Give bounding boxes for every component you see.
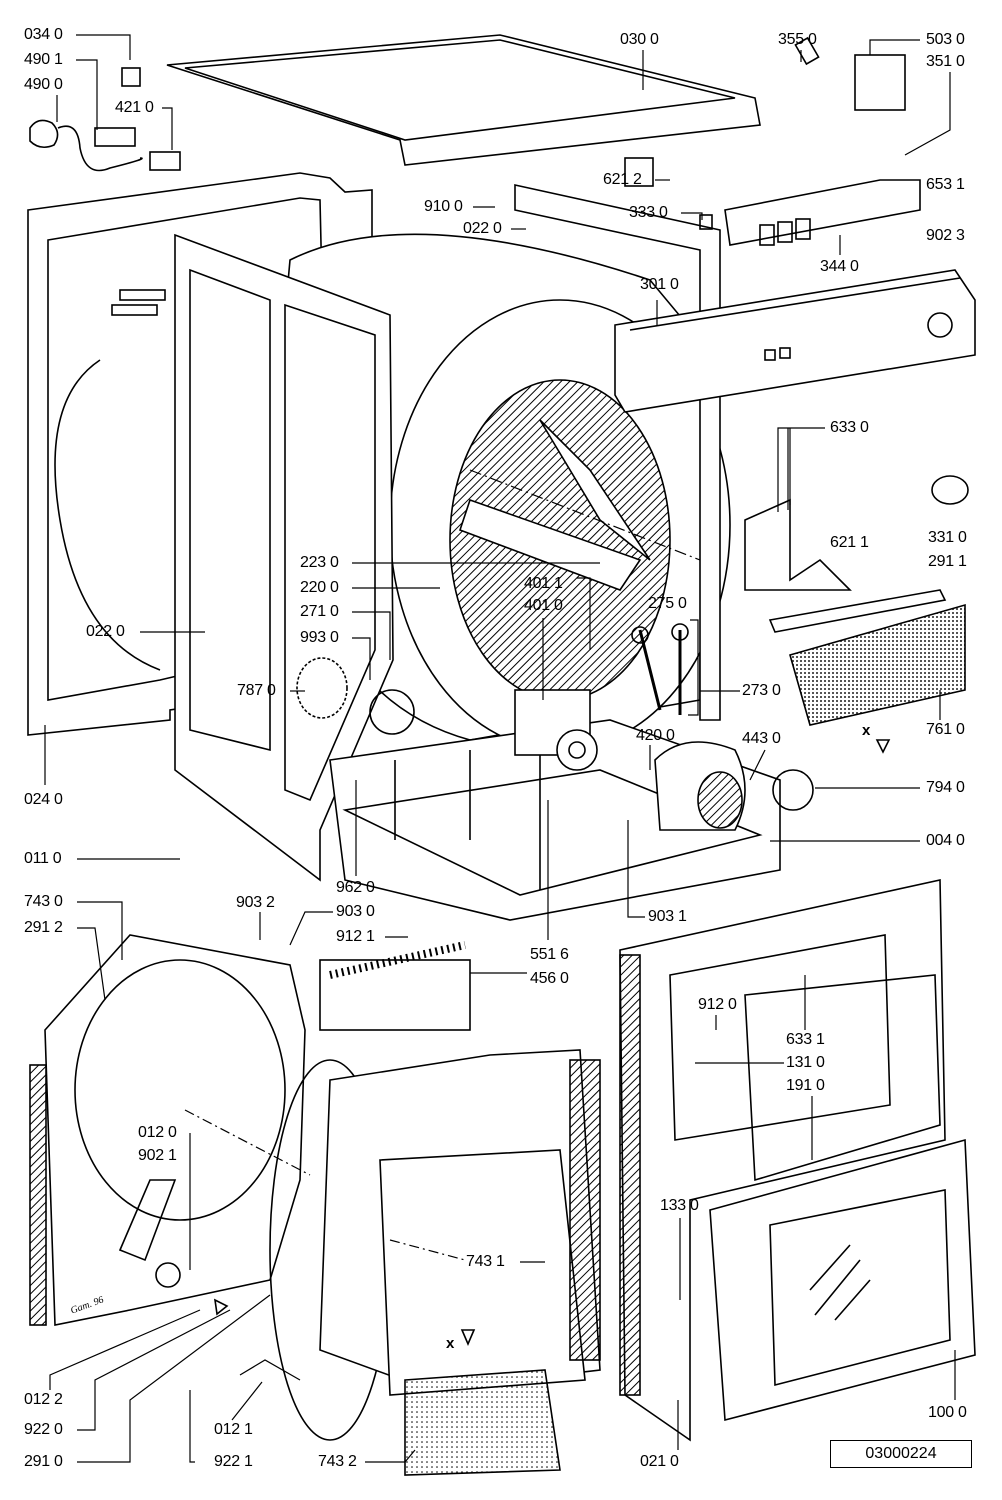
callout-label: 443 0 bbox=[742, 730, 781, 747]
switch-621-2 bbox=[624, 157, 654, 187]
callout-label: 743 0 bbox=[24, 893, 63, 910]
motor bbox=[514, 689, 598, 771]
direction-mark: x bbox=[446, 1335, 455, 1352]
part-333 bbox=[699, 214, 713, 230]
callout-label: 351 0 bbox=[926, 53, 965, 70]
callout-label: 291 1 bbox=[928, 553, 967, 570]
callout-label: 401 1 bbox=[524, 575, 563, 592]
callout-label: 743 1 bbox=[466, 1253, 505, 1270]
callout-label: 903 1 bbox=[648, 908, 687, 925]
callout-label: 275 0 bbox=[648, 595, 687, 612]
fan-housing bbox=[654, 741, 746, 831]
callout-label: 271 0 bbox=[300, 603, 339, 620]
callout-label: 012 2 bbox=[24, 1391, 63, 1408]
callout-label: 133 0 bbox=[660, 1197, 699, 1214]
callout-label: 223 0 bbox=[300, 554, 339, 571]
callout-label: 011 0 bbox=[24, 850, 62, 867]
callout-label: 131 0 bbox=[786, 1054, 825, 1071]
callout-label: 621 2 bbox=[603, 171, 642, 188]
callout-label: 004 0 bbox=[926, 832, 965, 849]
callout-label: 012 0 bbox=[138, 1124, 177, 1141]
callout-label: 331 0 bbox=[928, 529, 967, 546]
callout-label: 291 0 bbox=[24, 1453, 63, 1470]
callout-label: 021 0 bbox=[640, 1453, 679, 1470]
callout-label: 022 0 bbox=[463, 220, 502, 237]
callout-label: 902 3 bbox=[926, 227, 965, 244]
callout-label: 761 0 bbox=[926, 721, 965, 738]
leader-lines bbox=[44, 34, 956, 1463]
callout-label: 912 0 bbox=[698, 996, 737, 1013]
timer-part bbox=[854, 54, 906, 111]
rear-bulkhead bbox=[29, 934, 306, 1326]
callout-label: 551 6 bbox=[530, 946, 569, 963]
tensioner bbox=[638, 629, 682, 715]
callout-label: 962 0 bbox=[336, 879, 375, 896]
callout-label: 902 1 bbox=[138, 1147, 177, 1164]
callout-label: 794 0 bbox=[926, 779, 965, 796]
front-bulkhead bbox=[269, 1049, 601, 1476]
callout-label: 030 0 bbox=[620, 31, 659, 48]
callout-label: 633 0 bbox=[830, 419, 869, 436]
callout-label: 621 1 bbox=[830, 534, 869, 551]
callout-label: 355 0 bbox=[778, 31, 817, 48]
callout-label: 456 0 bbox=[530, 970, 569, 987]
callout-label: 993 0 bbox=[300, 629, 339, 646]
plug-clip-part bbox=[121, 67, 141, 87]
callout-label: 421 0 bbox=[115, 99, 154, 116]
callout-label: 344 0 bbox=[820, 258, 859, 275]
direction-arrow-icon bbox=[875, 739, 891, 754]
callout-label: 012 1 bbox=[214, 1421, 253, 1438]
gasket-ring bbox=[772, 769, 814, 811]
filter-part bbox=[94, 127, 136, 147]
callout-label: 301 0 bbox=[640, 276, 679, 293]
callout-label: 401 0 bbox=[524, 597, 563, 614]
callout-label: 743 2 bbox=[318, 1453, 357, 1470]
drum bbox=[283, 233, 731, 751]
direction-arrow-icon bbox=[460, 1329, 476, 1347]
callout-label: 273 0 bbox=[742, 682, 781, 699]
control-panel bbox=[614, 269, 976, 413]
control-bracket bbox=[724, 179, 921, 246]
callout-label: 024 0 bbox=[24, 791, 63, 808]
rear-panel bbox=[514, 184, 721, 721]
callout-label: 291 2 bbox=[24, 919, 63, 936]
heater-coil bbox=[296, 657, 415, 735]
callout-label: 633 1 bbox=[786, 1031, 825, 1048]
callout-label: 220 0 bbox=[300, 579, 339, 596]
direction-mark: x bbox=[862, 722, 871, 739]
callout-label: 903 2 bbox=[236, 894, 275, 911]
door bbox=[709, 1138, 976, 1422]
door-frame bbox=[619, 879, 946, 1442]
callout-label: 420 0 bbox=[636, 727, 675, 744]
callout-label: 503 0 bbox=[926, 31, 965, 48]
power-cord-part bbox=[29, 119, 143, 172]
callout-label: 922 1 bbox=[214, 1453, 253, 1470]
callout-label: 903 0 bbox=[336, 903, 375, 920]
callout-label: 490 0 bbox=[24, 76, 63, 93]
heating-element bbox=[319, 941, 471, 1031]
callout-label: 034 0 bbox=[24, 26, 63, 43]
callout-label: 022 0 bbox=[86, 623, 125, 640]
callout-label: 910 0 bbox=[424, 198, 463, 215]
callout-label: 922 0 bbox=[24, 1421, 63, 1438]
callout-label: 787 0 bbox=[237, 682, 276, 699]
callout-label: 191 0 bbox=[786, 1077, 825, 1094]
callout-label: 653 1 bbox=[926, 176, 965, 193]
front-panel bbox=[174, 233, 394, 882]
reference-number-box: 03000224 bbox=[830, 1440, 972, 1468]
lint-filter bbox=[768, 589, 966, 726]
top-cover bbox=[166, 34, 761, 166]
callout-label: 333 0 bbox=[629, 204, 668, 221]
switch-part bbox=[149, 151, 181, 171]
knob-331 bbox=[931, 475, 969, 505]
callout-label: 490 1 bbox=[24, 51, 63, 68]
callout-label: 912 1 bbox=[336, 928, 375, 945]
direction-arrow-icon bbox=[213, 1298, 229, 1316]
callout-label: 100 0 bbox=[928, 1404, 967, 1421]
